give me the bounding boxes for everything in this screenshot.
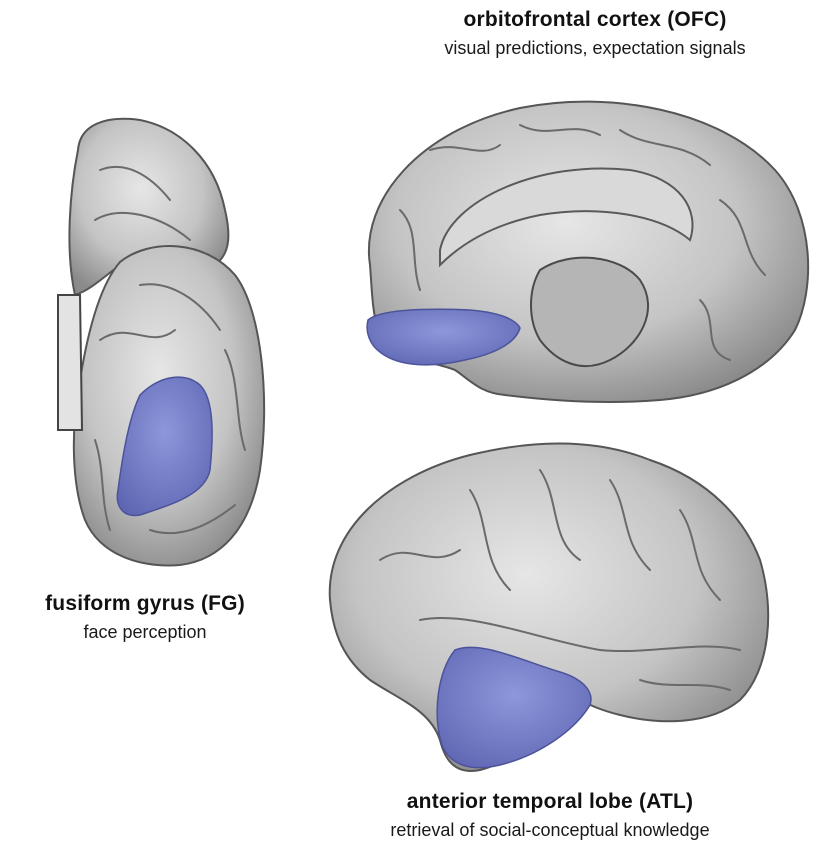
atl-label: anterior temporal lobe (ATL) retrieval o… — [300, 790, 800, 841]
ofc-label: orbitofrontal cortex (OFC) visual predic… — [380, 8, 810, 59]
ofc-title: orbitofrontal cortex (OFC) — [380, 8, 810, 32]
ofc-description: visual predictions, expectation signals — [380, 38, 810, 59]
fg-title: fusiform gyrus (FG) — [0, 592, 290, 616]
ventral-brain-view — [58, 119, 264, 566]
lateral-brain-view — [330, 444, 768, 771]
medial-brain-view — [367, 102, 808, 402]
atl-description: retrieval of social-conceptual knowledge — [300, 820, 800, 841]
atl-title: anterior temporal lobe (ATL) — [300, 790, 800, 814]
brainstem-cut — [58, 295, 82, 430]
fg-description: face perception — [0, 622, 290, 643]
fg-label: fusiform gyrus (FG) face perception — [0, 592, 290, 643]
